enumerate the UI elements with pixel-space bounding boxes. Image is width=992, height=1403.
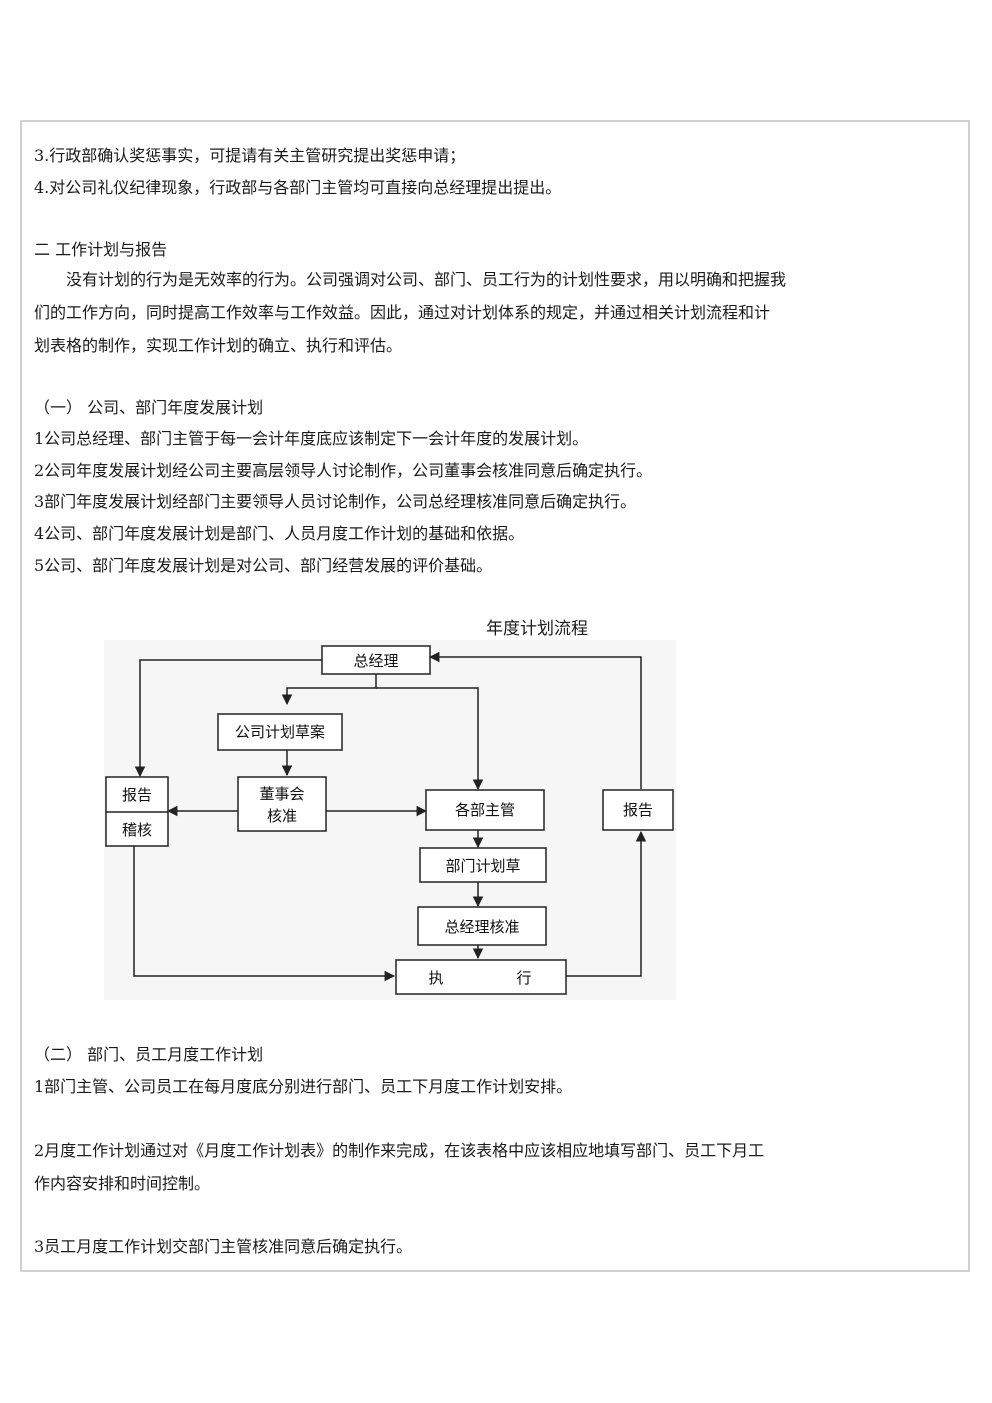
annual-plan-flowchart: 总经理 公司计划草案 董事会 核准 报告 稽核 各部主管 部门计划草 总经理核准… — [104, 640, 676, 1000]
node-dept-plan-draft — [419, 847, 547, 883]
flowchart-title: 年度计划流程 — [486, 619, 588, 639]
label-report-right: 报告 — [623, 801, 653, 819]
node-board-approval — [237, 776, 327, 832]
label-general-manager: 总经理 — [353, 652, 398, 670]
part2-item-2-line-2: 作内容安排和时间控制。 — [34, 1174, 211, 1193]
section1-item4: 4.对公司礼仪纪律现象，行政部与各部门主管均可直接向总经理提出提出。 — [34, 178, 562, 197]
label-execute-right: 行 — [516, 969, 531, 987]
arrow-gm-to-dept-heads — [376, 687, 484, 791]
arrow-audit-to-execute — [133, 846, 396, 982]
label-report-left: 报告 — [122, 786, 152, 804]
part2-item-3: 3员工月度工作计划交部门主管核准同意后确定执行。 — [34, 1237, 413, 1256]
label-dept-plan-draft: 部门计划草 — [445, 857, 520, 875]
arrow-gm-to-report — [134, 659, 322, 778]
intro-line-1: 没有计划的行为是无效率的行为。公司强调对公司、部门、员工行为的计划性要求，用以明… — [66, 270, 787, 289]
label-audit: 稽核 — [122, 821, 152, 839]
part1-item-4: 4公司、部门年度发展计划是部门、人员月度工作计划的基础和依据。 — [34, 524, 525, 543]
content-frame — [20, 120, 970, 1272]
label-board-line1: 董事会 — [259, 785, 304, 803]
label-execute-left: 执 — [428, 969, 443, 987]
label-dept-heads: 各部主管 — [455, 801, 515, 819]
label-company-plan-draft: 公司计划草案 — [235, 723, 325, 741]
arrow-execute-to-report — [566, 830, 647, 977]
flowchart-background — [104, 640, 676, 1000]
part2-item-1: 1部门主管、公司员工在每月度底分别进行部门、员工下月度工作计划安排。 — [34, 1077, 573, 1096]
label-board-line2: 核准 — [267, 807, 297, 825]
intro-line-3: 划表格的制作，实现工作计划的确立、执行和评估。 — [34, 336, 403, 355]
part1-item-1: 1公司总经理、部门主管于每一会计年度底应该制定下一会计年度的发展计划。 — [34, 429, 589, 448]
node-general-manager — [321, 645, 431, 675]
part1-item-3: 3部门年度发展计划经部门主要领导人员讨论制作，公司总经理核准同意后确定执行。 — [34, 492, 637, 511]
part1-item-5: 5公司、部门年度发展计划是对公司、部门经营发展的评价基础。 — [34, 556, 493, 575]
part1-heading: （一） 公司、部门年度发展计划 — [34, 398, 264, 417]
part1-item-2: 2公司年度发展计划经公司主要高层领导人讨论制作，公司董事会核准同意后确定执行。 — [34, 461, 653, 480]
part2-item-2-line-1: 2月度工作计划通过对《月度工作计划表》的制作来完成，在该表格中应该相应地填写部门… — [34, 1141, 765, 1160]
flowchart-connectors — [133, 651, 647, 982]
label-gm-approval: 总经理核准 — [444, 918, 519, 936]
part2-heading: （二） 部门、员工月度工作计划 — [34, 1045, 264, 1064]
section2-heading: 二 工作计划与报告 — [34, 240, 168, 259]
node-gm-approval — [417, 906, 547, 946]
arrow-report-to-gm — [428, 651, 642, 789]
section1-item3: 3.行政部确认奖惩事实，可提请有关主管研究提出奖惩申请； — [34, 146, 466, 165]
intro-line-2: 们的工作方向，同时提高工作效率与工作效益。因此，通过对计划体系的规定，并通过相关… — [34, 303, 771, 322]
arrow-gm-to-company-draft — [281, 674, 377, 706]
node-execute — [395, 959, 567, 995]
node-dept-heads — [425, 789, 545, 831]
node-company-plan-draft — [217, 713, 343, 751]
node-report-right — [602, 789, 674, 831]
